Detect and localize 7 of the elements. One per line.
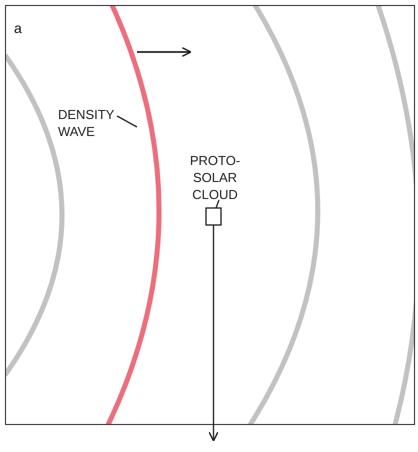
leader-line (116, 115, 138, 128)
arrow (208, 225, 219, 442)
leader-line (215, 200, 220, 208)
cloud-square (205, 207, 222, 226)
panel-label: a (14, 20, 22, 36)
callout-text: DENSITY WAVE (58, 106, 120, 140)
callout-text: PROTO-SOLAR CLOUD (180, 152, 250, 203)
